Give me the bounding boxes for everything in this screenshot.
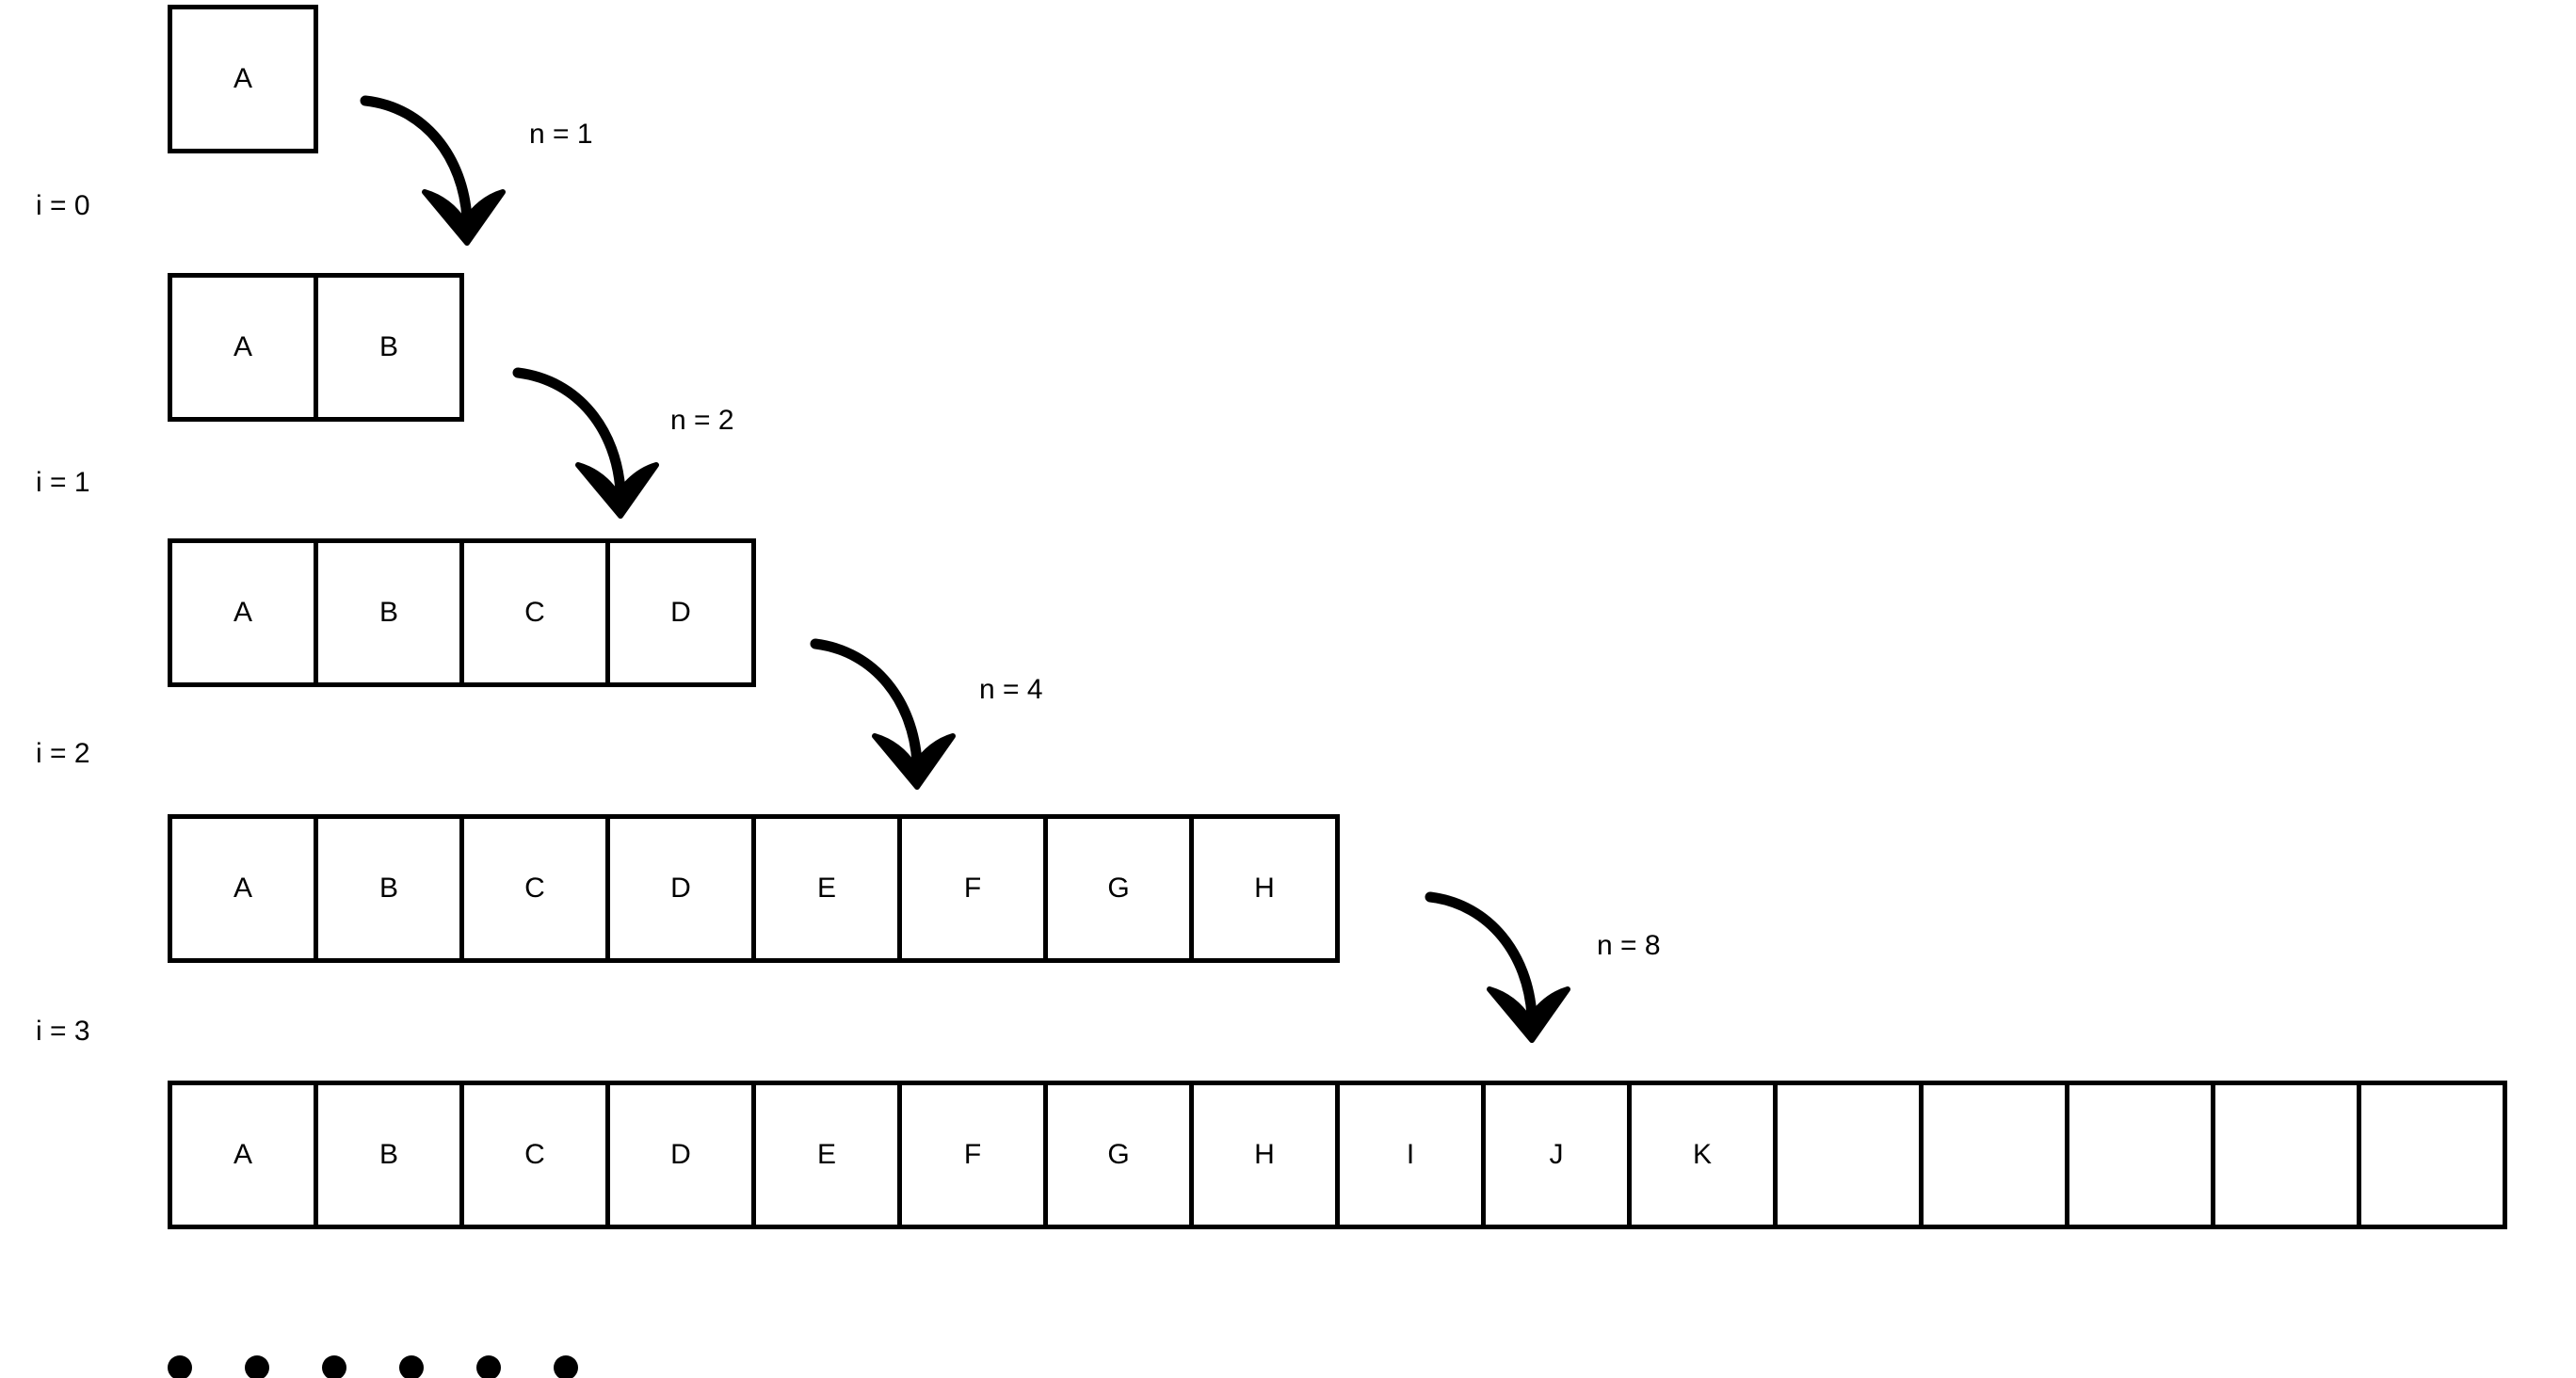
index-label-i-3: i = 3 [36,1016,90,1047]
capacity-label-1: n = 2 [670,405,734,436]
array-cell-filled: D [605,814,756,963]
array-cell-filled: B [314,538,464,687]
capacity-label-3: n = 8 [1597,930,1661,961]
arrow-head-icon [1487,986,1570,1043]
arrow-head-icon [422,189,506,246]
arrow-shaft [1425,891,1538,1021]
array-cell-empty [2357,1081,2507,1229]
continuation-dot [322,1355,346,1378]
arrow-shaft [512,367,626,497]
arrow-shaft [810,638,923,768]
array-cell-filled: F [897,1081,1048,1229]
index-label-i-2: i = 2 [36,738,90,769]
continuation-dot [168,1355,192,1378]
array-cell-empty [1773,1081,1924,1229]
array-cell-filled: K [1627,1081,1778,1229]
continuation-dot [245,1355,269,1378]
array-cell-filled: C [459,538,610,687]
array-cell-filled: C [459,1081,610,1229]
array-cell-filled: D [605,538,756,687]
array-cell-filled: B [314,273,464,422]
array-cell-filled: H [1189,1081,1340,1229]
arrow-head-icon [872,733,956,790]
row-capacity-1: A [168,5,318,153]
array-cell-filled: I [1335,1081,1486,1229]
array-cell-filled: B [314,1081,464,1229]
array-cell-filled: H [1189,814,1340,963]
capacity-label-2: n = 4 [979,674,1043,705]
array-cell-filled: B [314,814,464,963]
continuation-dot [399,1355,424,1378]
index-label-i-0: i = 0 [36,190,90,221]
index-label-i-1: i = 1 [36,467,90,498]
array-cell-filled: A [168,5,318,153]
array-cell-empty [1919,1081,2069,1229]
continuation-dot [554,1355,578,1378]
capacity-label-0: n = 1 [529,119,593,150]
arrow-head-icon [575,462,659,519]
arrow-shaft [360,95,473,224]
array-cell-filled: E [751,814,902,963]
array-cell-filled: C [459,814,610,963]
array-cell-filled: A [168,1081,318,1229]
continuation-dot [476,1355,501,1378]
array-cell-filled: G [1043,1081,1194,1229]
